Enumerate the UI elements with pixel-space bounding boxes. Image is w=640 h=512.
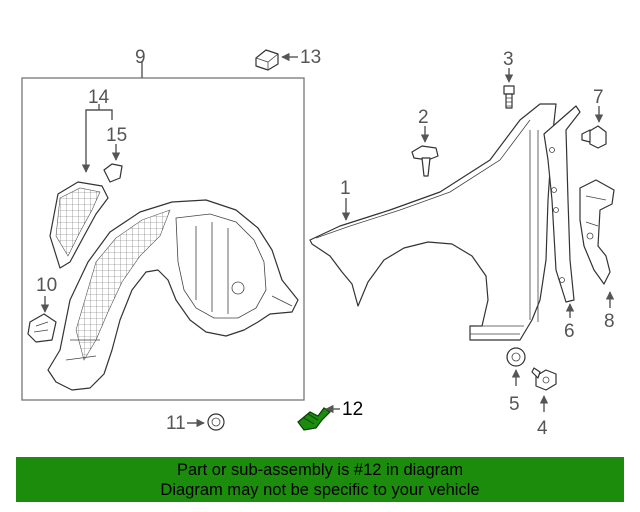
- callout-9: 9: [135, 47, 146, 68]
- callout-10: 10: [36, 275, 57, 296]
- info-banner: Part or sub-assembly is #12 in diagram D…: [16, 457, 624, 502]
- part-14-liner-piece: [49, 181, 109, 269]
- liner-assembly-box: [21, 77, 305, 401]
- callout-5: 5: [509, 394, 520, 415]
- callout-7: 7: [593, 87, 604, 108]
- callout-13: 13: [300, 47, 321, 68]
- parts-diagram: 9 13 14 15 10 11: [21, 47, 615, 439]
- banner-line-2: Diagram may not be specific to your vehi…: [160, 481, 480, 499]
- part-5-grommet: [506, 347, 526, 367]
- part-6-strip: [543, 105, 581, 303]
- part-12-clip: [297, 407, 331, 431]
- callout-4: 4: [537, 418, 548, 439]
- part-8-bracket: [579, 179, 615, 285]
- part-13-pad: [255, 49, 279, 71]
- part-4-screw: [531, 367, 557, 391]
- part-10-bracket: [27, 313, 57, 343]
- banner-line-1: Part or sub-assembly is #12 in diagram: [176, 461, 464, 479]
- part-15-clip: [103, 163, 123, 183]
- wheel-liner: [47, 199, 299, 391]
- callout-14: 14: [88, 87, 110, 108]
- part-3-bolt: [503, 85, 515, 109]
- callout-1: 1: [340, 178, 351, 199]
- callout-12: 12: [342, 399, 363, 420]
- part-7-clip: [581, 125, 607, 149]
- callout-2: 2: [418, 107, 429, 128]
- callout-6: 6: [564, 321, 575, 342]
- callout-11: 11: [166, 413, 186, 434]
- callout-15: 15: [106, 125, 127, 146]
- part-11-nut: [207, 413, 225, 431]
- part-1-fender: [309, 103, 557, 341]
- part-2-screw: [411, 145, 439, 177]
- callout-3: 3: [503, 49, 514, 70]
- callout-8: 8: [604, 311, 615, 332]
